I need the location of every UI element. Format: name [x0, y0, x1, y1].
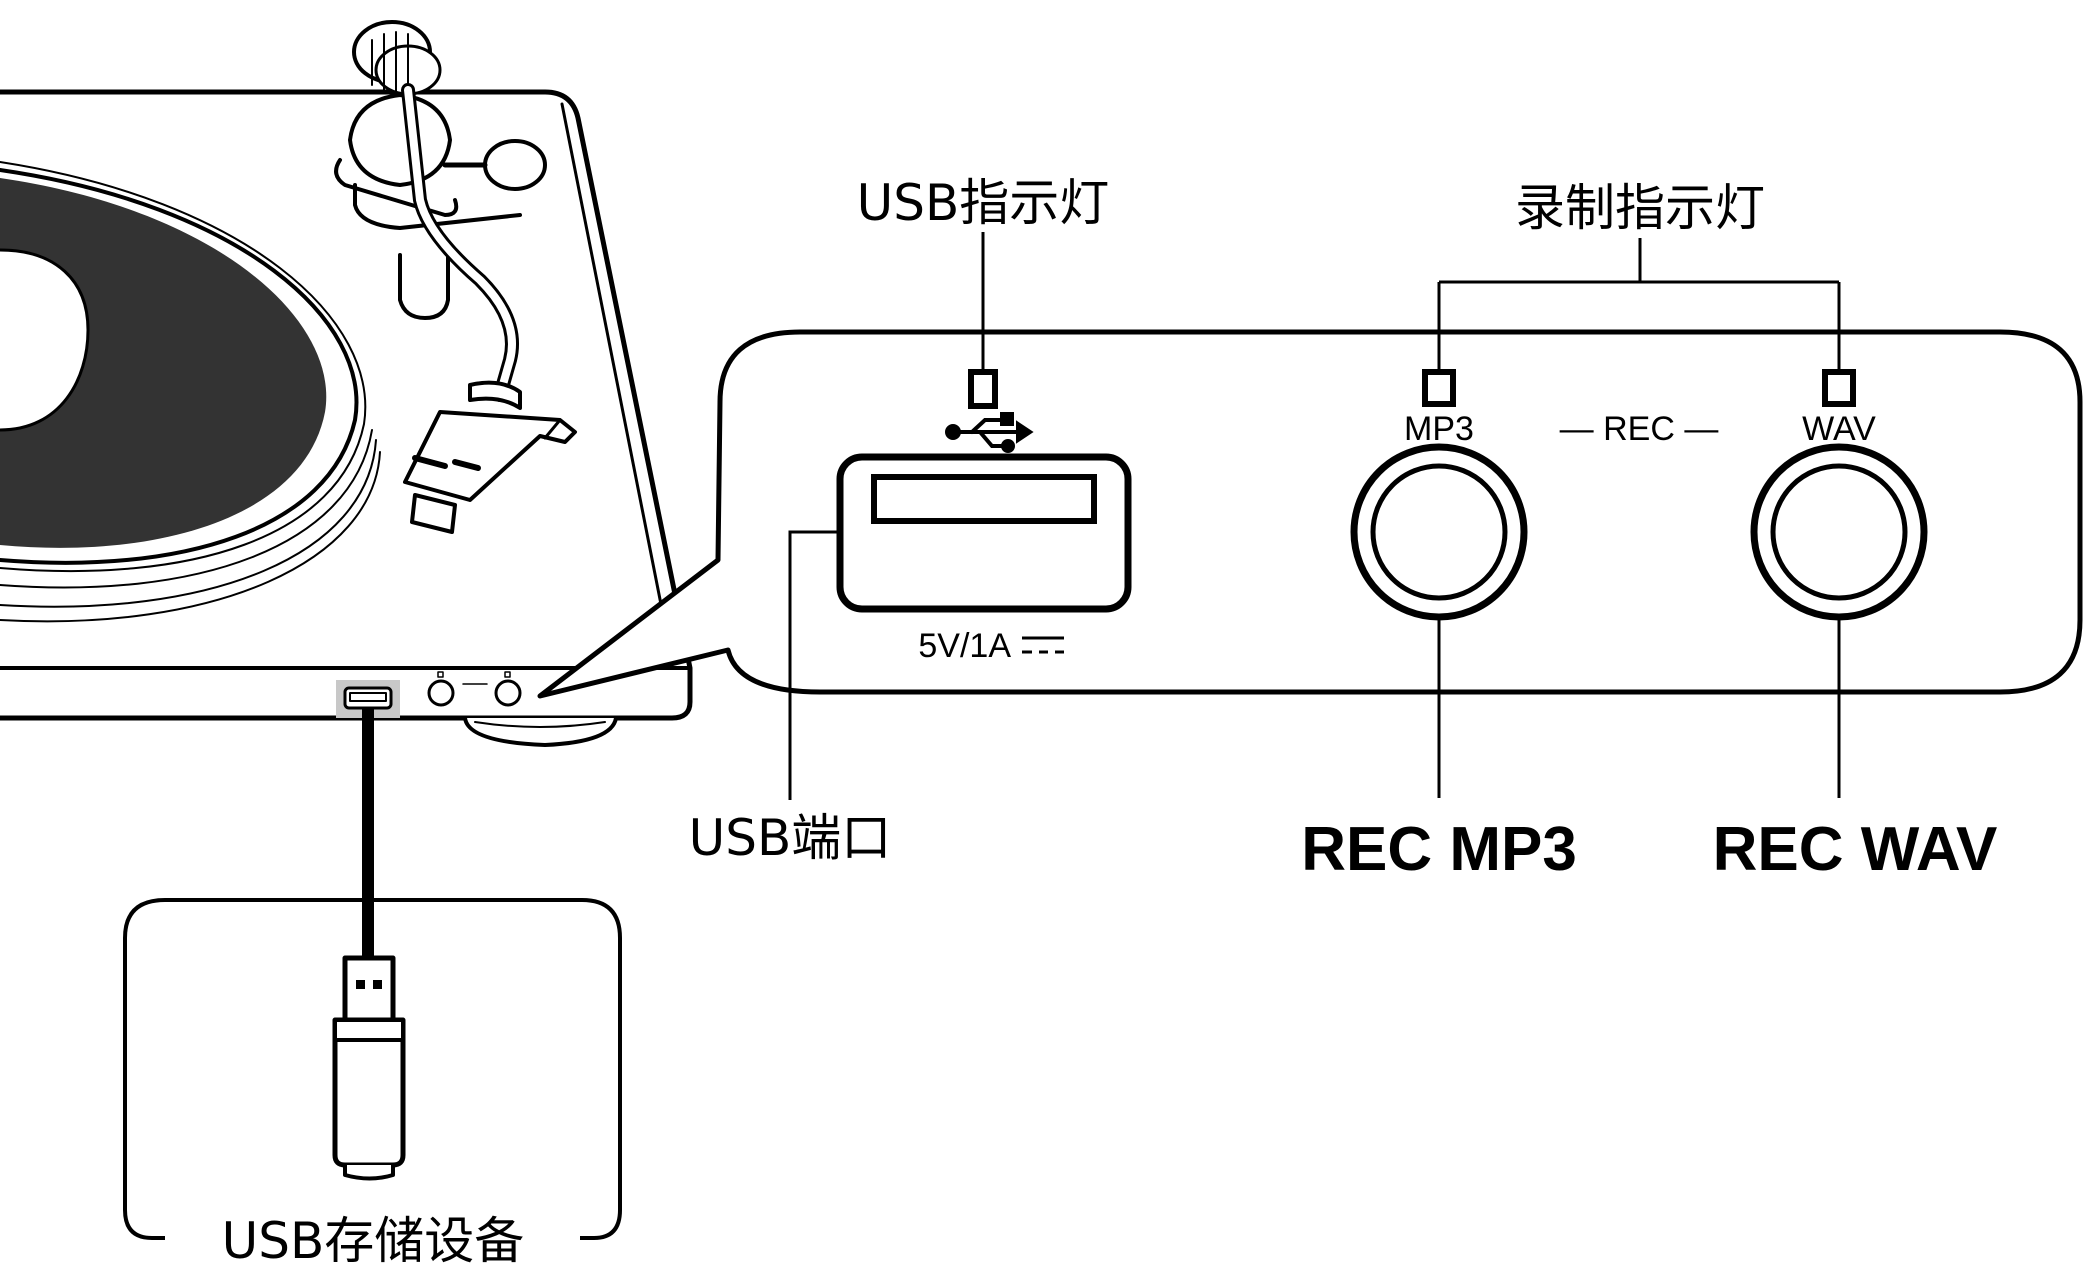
usb-flash-drive-icon [332, 955, 406, 1181]
usb-indicator-label: USB指示灯 [857, 174, 1110, 232]
front-panel-small [336, 671, 522, 718]
rec-mp3-button[interactable] [1350, 443, 1528, 621]
rec-indicator-label: 录制指示灯 [1515, 179, 1765, 237]
usb-port[interactable] [836, 453, 1132, 613]
usb-port-label: USB端口 [689, 809, 892, 867]
turntable [0, 20, 693, 747]
power-rating: 5V/1A [918, 627, 1011, 665]
rec-wav-label: REC WAV [1713, 815, 1998, 884]
rec-wav-button[interactable] [1750, 443, 1928, 621]
rec-mp3-label: REC MP3 [1301, 815, 1577, 884]
mp3-label: MP3 [1404, 410, 1474, 448]
platter [0, 161, 381, 623]
usb-icon [945, 412, 1034, 453]
leader-lines [788, 232, 1841, 800]
enlarged-panel [836, 369, 1928, 654]
dc-power-icon [1022, 636, 1064, 654]
tonearm [334, 20, 577, 534]
usb-storage-box [123, 898, 622, 1240]
wav-label: WAV [1802, 410, 1876, 448]
rec-label: — REC — [1560, 410, 1719, 448]
usb-storage-label: USB存储设备 [222, 1212, 525, 1270]
